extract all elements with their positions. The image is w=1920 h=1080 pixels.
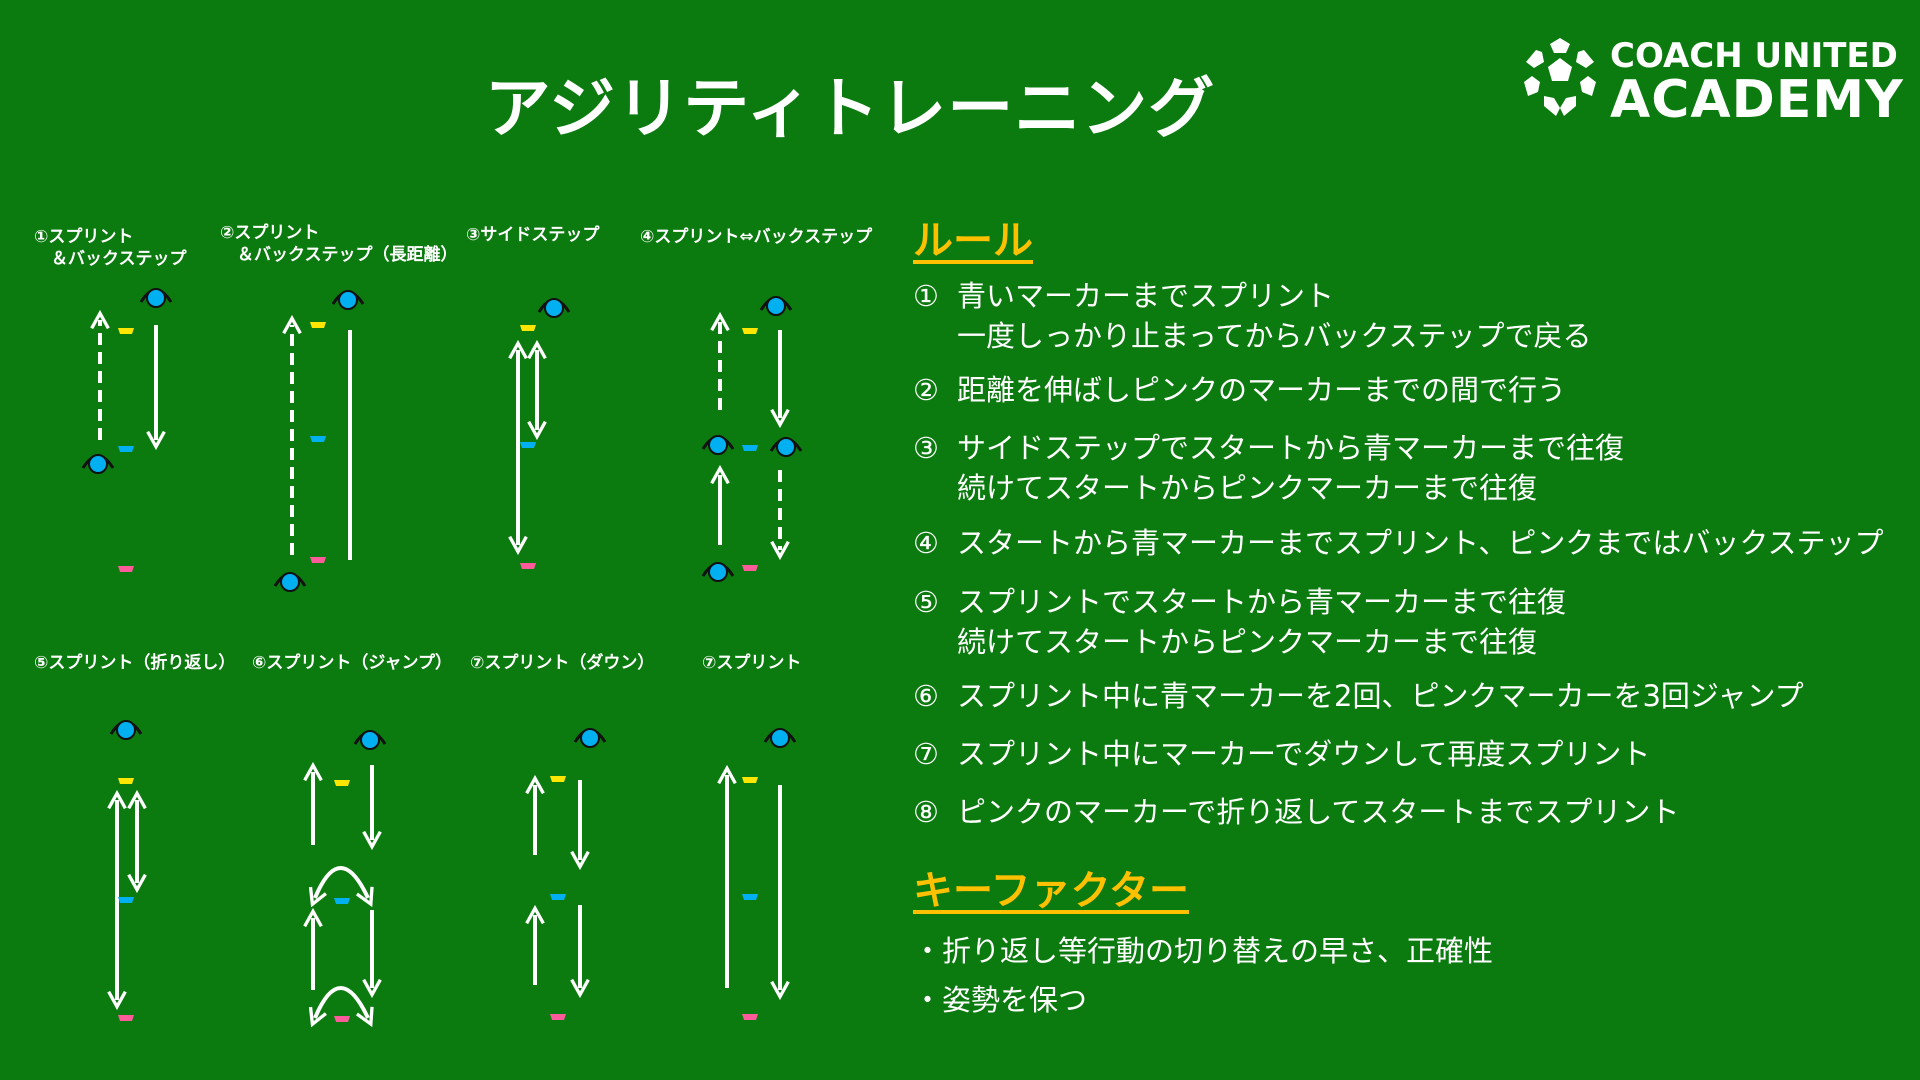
rule-text: 一度しっかり止まってからバックステップで戻る: [957, 319, 1592, 353]
pink-marker: [334, 1016, 350, 1022]
yellow-marker: [742, 777, 758, 783]
pink-marker: [742, 565, 758, 571]
yellow-marker: [118, 328, 134, 334]
logo: COACH UNITED ACADEMY: [1518, 36, 1903, 130]
player-icon: [763, 727, 797, 749]
blue-marker: [742, 445, 758, 451]
rule-text: 続けてスタートからピンクマーカーまで往復: [957, 471, 1538, 505]
rule-item: ② 距離を伸ばしピンクのマーカーまでの間で行う: [913, 370, 1566, 410]
rule-text: スプリントでスタートから青マーカーまで往復: [957, 585, 1567, 619]
soccer-ball-icon: [1524, 38, 1596, 116]
rule-item: ⑤ スプリントでスタートから青マーカーまで往復 続けてスタートからピンクマーカーま…: [913, 582, 1566, 662]
pink-marker: [118, 566, 134, 572]
rule-text: サイドステップでスタートから青マーカーまで往復: [957, 431, 1625, 465]
rule-item: ① 青いマーカーまでスプリント 一度しっかり止まってからバックステップで戻る: [913, 276, 1592, 356]
rule-text: 青いマーカーまでスプリント: [957, 279, 1335, 313]
player-icon: [701, 434, 735, 456]
keyfactor-item: ・折り返し等行動の切り替えの早さ、正確性: [913, 934, 1494, 968]
player-icon: [701, 561, 735, 583]
rule-number: ①: [913, 279, 939, 313]
rules-heading: ルール: [913, 218, 1033, 264]
player-icon: [537, 297, 571, 319]
player-icon: [353, 729, 387, 751]
pink-marker: [310, 557, 326, 563]
blue-marker: [742, 894, 758, 900]
player-icon: [769, 436, 803, 458]
jump-arrow: [315, 866, 368, 898]
blue-marker: [334, 898, 350, 904]
rule-item: ⑦ スプリント中にマーカーでダウンして再度スプリント: [913, 734, 1650, 774]
yellow-marker: [334, 780, 350, 786]
jump-arrow: [315, 986, 368, 1018]
rule-text: 距離を伸ばしピンクのマーカーまでの間で行う: [957, 373, 1567, 407]
rule-number: ③: [913, 431, 939, 465]
yellow-marker: [310, 322, 326, 328]
blue-marker: [118, 446, 134, 452]
pink-marker: [550, 1014, 566, 1020]
rule-number: ⑥: [913, 679, 939, 713]
pink-marker: [520, 563, 536, 569]
diagram-label-6: ⑥スプリント（ジャンプ）: [252, 653, 453, 673]
yellow-marker: [118, 778, 134, 784]
rule-item: ⑥ スプリント中に青マーカーを2回、ピンクマーカーを3回ジャンプ: [913, 676, 1804, 716]
diagram-label-3: ③サイドステップ: [466, 225, 600, 245]
rule-number: ②: [913, 373, 939, 407]
pink-marker: [742, 1014, 758, 1020]
yellow-marker: [550, 776, 566, 782]
rule-text: ピンクのマーカーで折り返してスタートまでスプリント: [957, 795, 1680, 829]
diagram-label-5: ⑤スプリント（折り返し）: [34, 653, 236, 673]
rule-text: スプリント中に青マーカーを2回、ピンクマーカーを3回ジャンプ: [957, 679, 1804, 713]
rule-number: ⑤: [913, 585, 939, 619]
blue-marker: [550, 894, 566, 900]
player-icon: [81, 453, 115, 475]
diagram-label-2: ②スプリント ＆バックステップ（長距離）: [220, 223, 458, 265]
player-icon: [109, 719, 143, 741]
drills-diagram: [81, 287, 803, 1080]
rule-number: ⑧: [913, 795, 939, 829]
logo-line2: ACADEMY: [1610, 70, 1904, 130]
diagram-label-8: ⑦スプリント: [702, 653, 802, 673]
rule-item: ⑧ ピンクのマーカーで折り返してスタートまでスプリント: [913, 792, 1679, 832]
player-icon: [331, 289, 365, 311]
keyfactor-item: ・姿勢を保つ: [913, 983, 1088, 1017]
rule-text: スタートから青マーカーまでスプリント、ピンクまではバックステップ: [957, 526, 1884, 560]
yellow-marker: [742, 328, 758, 334]
players: [81, 287, 803, 751]
logo-line1: COACH UNITED: [1610, 36, 1898, 76]
diagram-label-7: ⑦スプリント（ダウン）: [470, 653, 655, 673]
diagram-label-4: ④スプリント⇔バックステップ: [640, 227, 873, 247]
markers: [118, 322, 758, 1022]
blue-marker: [520, 442, 536, 448]
diagram-label-1: ①スプリント ＆バックステップ: [34, 227, 187, 269]
player-icon: [759, 295, 793, 317]
blue-marker: [310, 436, 326, 442]
page-title: アジリティトレーニング: [484, 70, 1216, 147]
pink-marker: [118, 1015, 134, 1021]
rule-item: ④ スタートから青マーカーまでスプリント、ピンクまではバックステップ: [913, 523, 1884, 563]
rule-text: スプリント中にマーカーでダウンして再度スプリント: [957, 737, 1651, 771]
blue-marker: [118, 897, 134, 903]
player-icon: [139, 287, 173, 309]
player-icon: [273, 571, 307, 593]
rule-number: ④: [913, 526, 939, 560]
rule-item: ③ サイドステップでスタートから青マーカーまで往復 続けてスタートからピンクマーカ…: [913, 428, 1624, 508]
rule-text: 続けてスタートからピンクマーカーまで往復: [957, 625, 1538, 659]
yellow-marker: [520, 325, 536, 331]
keyfactor-heading: キーファクター: [913, 868, 1189, 914]
rule-number: ⑦: [913, 737, 939, 771]
player-icon: [573, 727, 607, 749]
